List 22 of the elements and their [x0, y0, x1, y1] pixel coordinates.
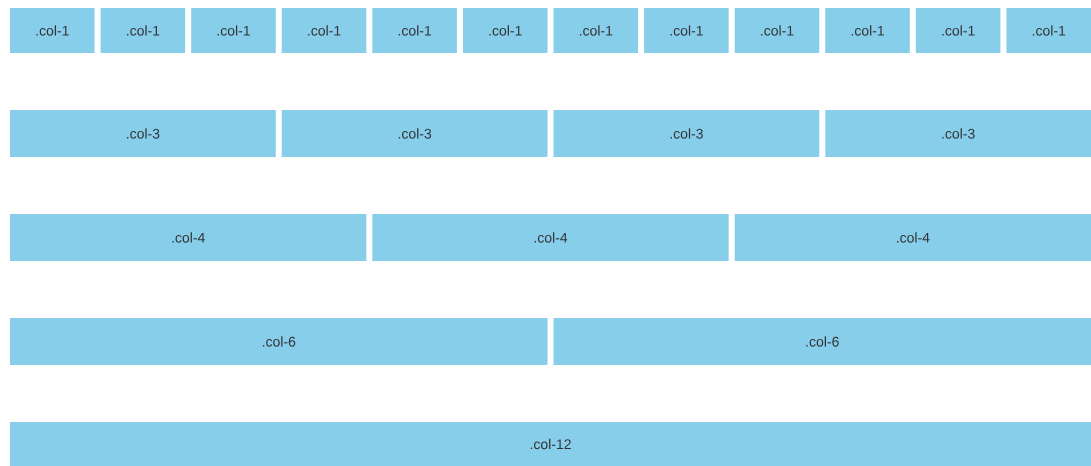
grid-column-box: .col-4	[734, 214, 1091, 261]
grid-column-box: .col-1	[644, 8, 729, 53]
grid-column-box: .col-1	[462, 8, 548, 53]
grid-column-box: .col-3	[825, 110, 1091, 157]
grid-column-box: .col-1	[100, 8, 186, 53]
grid-column-box: .col-6	[10, 318, 548, 365]
grid-column-box: .col-4	[10, 214, 367, 261]
grid-column-box: .col-1	[372, 8, 457, 53]
grid-column-box: .col-3	[281, 110, 548, 157]
grid-column-box: .col-6	[553, 318, 1091, 365]
grid-column-box: .col-1	[734, 8, 820, 53]
grid-column-box: .col-1	[553, 8, 639, 53]
grid-column-box: .col-1	[1006, 8, 1091, 53]
grid-column-box: .col-3	[553, 110, 820, 157]
grid-column-box: .col-1	[10, 8, 95, 53]
grid-column-box: .col-1	[825, 8, 910, 53]
grid-column-box: .col-4	[372, 214, 729, 261]
grid-column-box: .col-12	[10, 422, 1091, 466]
grid-column-box: .col-1	[191, 8, 276, 53]
grid-column-box: .col-1	[915, 8, 1001, 53]
grid-column-box: .col-1	[281, 8, 367, 53]
grid-column-box: .col-3	[10, 110, 276, 157]
